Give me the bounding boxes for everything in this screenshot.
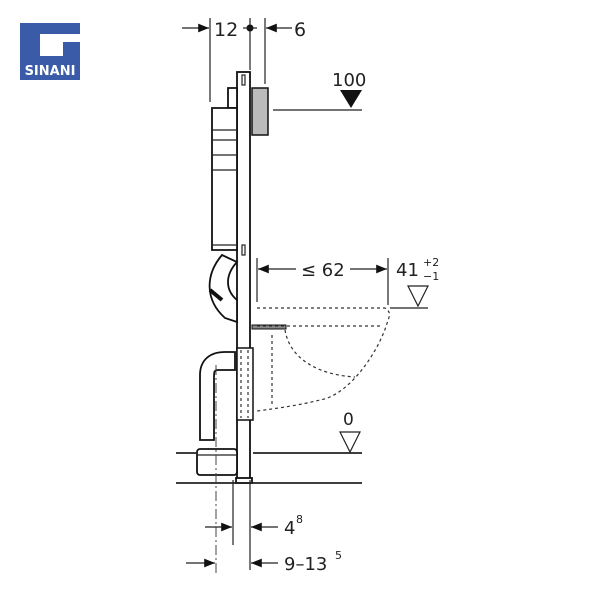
dim-4-sup: 8 <box>296 513 303 526</box>
dim-4: 4 <box>284 518 295 539</box>
dim-41-tol-minus: −1 <box>423 270 439 283</box>
dim-41: 41 <box>396 260 419 281</box>
flush-height-mark: 100 <box>273 70 366 111</box>
flush-plate <box>251 87 269 136</box>
dim-9-13: 9–13 <box>284 554 327 575</box>
dim-62: ≤ 62 <box>301 260 345 281</box>
floor-lines: 0 <box>176 410 362 484</box>
logo-text: SINANI <box>25 64 76 79</box>
top-dimension: 12 6 <box>182 18 306 102</box>
dim-0: 0 <box>343 410 354 430</box>
dim-6: 6 <box>294 19 306 41</box>
sinani-logo: SINANI <box>20 23 80 80</box>
bottom-dimensions: 4 8 9–13 5 <box>186 480 342 575</box>
wc-bowl-inner <box>257 325 380 405</box>
projection-dimension: ≤ 62 41 +2 −1 <box>256 256 439 309</box>
dim-12: 12 <box>214 19 238 41</box>
dim-41-tol-plus: +2 <box>423 256 439 269</box>
installation-frame <box>208 71 287 484</box>
wc-bowl-outline <box>256 307 391 412</box>
drain-pipe <box>196 351 238 575</box>
dim-9-13-sup: 5 <box>335 549 342 562</box>
dim-100: 100 <box>332 70 366 91</box>
